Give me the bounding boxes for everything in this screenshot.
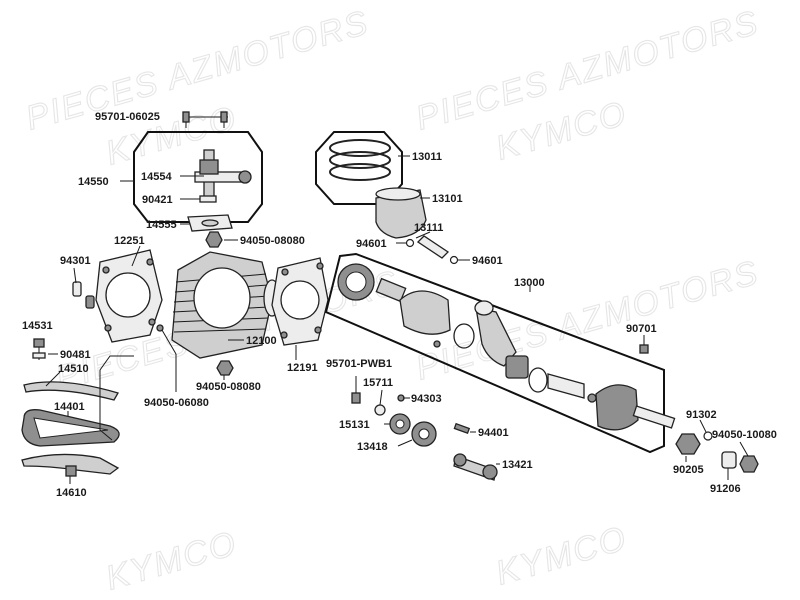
part-13101[interactable] xyxy=(375,187,427,239)
label-94601-left: 94601 xyxy=(356,238,387,250)
part-12191[interactable] xyxy=(271,257,329,346)
part-91206[interactable] xyxy=(721,451,737,469)
part-90205[interactable] xyxy=(675,433,701,455)
label-94050-10080: 94050-10080 xyxy=(712,429,777,441)
label-90205: 90205 xyxy=(673,464,704,476)
part-94301[interactable] xyxy=(72,281,95,309)
part-13000-washers[interactable] xyxy=(433,323,475,349)
part-12251[interactable] xyxy=(95,249,163,343)
label-13111: 13111 xyxy=(414,222,443,234)
label-14610: 14610 xyxy=(56,487,87,499)
part-13000-crank-right[interactable] xyxy=(595,384,676,431)
part-94050-08080-top[interactable] xyxy=(205,231,223,248)
part-95701-06025[interactable] xyxy=(182,111,228,128)
label-14555: 14555 xyxy=(146,219,177,231)
part-90701[interactable] xyxy=(639,344,649,354)
part-labels: 95701-06025 14554 14550 90421 14555 9405… xyxy=(22,111,777,499)
label-94303: 94303 xyxy=(411,393,442,405)
part-13000-bearing[interactable] xyxy=(505,355,529,379)
part-94050-10080[interactable] xyxy=(739,455,759,473)
label-94050-08080-top: 94050-08080 xyxy=(240,235,305,247)
label-91302: 91302 xyxy=(686,409,717,421)
part-13111[interactable] xyxy=(416,235,450,259)
label-94401: 94401 xyxy=(478,427,509,439)
label-94050-06080: 94050-06080 xyxy=(144,397,209,409)
label-14510: 14510 xyxy=(58,363,89,375)
label-14550: 14550 xyxy=(78,176,109,188)
tensioner-assembly-outline xyxy=(133,131,263,223)
part-14401[interactable] xyxy=(21,409,120,447)
label-13101: 13101 xyxy=(432,193,463,205)
label-94050-08080-bottom: 94050-08080 xyxy=(196,381,261,393)
watermark-text-7: KYMCO xyxy=(102,524,242,598)
part-90481[interactable] xyxy=(32,352,46,359)
part-94601-right[interactable] xyxy=(449,255,459,265)
part-14610[interactable] xyxy=(21,453,120,477)
part-90421[interactable] xyxy=(199,195,217,203)
part-13421[interactable] xyxy=(453,453,498,481)
part-13000-conrod[interactable] xyxy=(474,300,517,367)
part-12100[interactable] xyxy=(171,251,281,359)
label-94301: 94301 xyxy=(60,255,91,267)
label-90701: 90701 xyxy=(626,323,657,335)
part-13000-crank-left[interactable] xyxy=(337,263,451,335)
label-12191: 12191 xyxy=(287,362,318,374)
label-94601-right: 94601 xyxy=(472,255,503,267)
part-15711[interactable] xyxy=(374,404,386,416)
label-13418: 13418 xyxy=(357,441,388,453)
crankshaft-assembly-outline xyxy=(324,252,665,454)
part-14555[interactable] xyxy=(187,214,233,232)
part-91302[interactable] xyxy=(703,431,713,441)
label-15711: 15711 xyxy=(363,377,393,389)
part-94050-06080[interactable] xyxy=(156,324,177,355)
part-14554[interactable] xyxy=(194,149,252,199)
watermark-text-6: PIECES AZMOTORS xyxy=(412,253,764,387)
label-95701-06025: 95701-06025 xyxy=(95,111,160,123)
label-14401: 14401 xyxy=(54,401,85,413)
part-94601-left[interactable] xyxy=(405,238,415,248)
label-13011: 13011 xyxy=(412,151,442,163)
label-13421: 13421 xyxy=(502,459,533,471)
label-91206: 91206 xyxy=(710,483,741,495)
label-15131: 15131 xyxy=(339,419,370,431)
watermark-text-8: KYMCO xyxy=(492,519,632,593)
label-12100: 12100 xyxy=(246,335,277,347)
part-94401[interactable] xyxy=(453,422,471,435)
label-14554: 14554 xyxy=(141,171,172,183)
label-12251: 12251 xyxy=(114,235,145,247)
part-95701-pwb1[interactable] xyxy=(351,376,361,404)
label-95701-pwb1: 95701-PWB1 xyxy=(326,358,392,370)
part-13000-pin[interactable] xyxy=(528,367,597,403)
label-14531: 14531 xyxy=(22,320,53,332)
leader-lines xyxy=(45,155,749,484)
label-13000: 13000 xyxy=(514,277,545,289)
part-13418[interactable] xyxy=(411,421,437,447)
part-94050-08080-bottom[interactable] xyxy=(216,360,234,376)
part-15131[interactable] xyxy=(389,413,411,435)
label-90481: 90481 xyxy=(60,349,91,361)
label-90421: 90421 xyxy=(142,194,173,206)
